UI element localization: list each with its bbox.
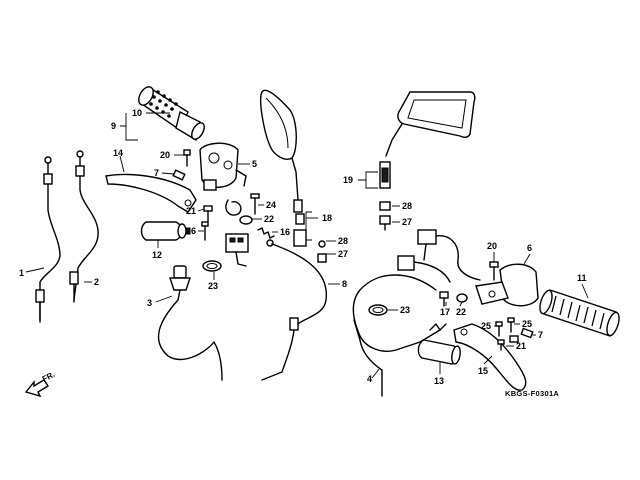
callout-26: 26 [186,226,196,236]
callout-12: 12 [152,250,162,260]
right-grip [539,289,620,337]
clamp-23-left [202,260,222,272]
callout-24: 24 [266,200,276,210]
front-arrow-icon [24,379,49,398]
callout-13: 13 [434,376,444,386]
throttle-cable-2 [73,153,99,301]
mirror-left [260,89,303,213]
callout-4: 4 [367,374,372,384]
callout-15: 15 [478,366,488,376]
callout-25-b: 25 [522,319,532,329]
callout-21-right: 21 [516,341,526,351]
throttle-cable-1 [39,159,61,321]
front-brake-cable [352,274,441,352]
clutch-cable [261,243,327,381]
callout-23-right: 23 [400,305,410,315]
callout-18: 18 [322,213,332,223]
handle-weight-13 [417,339,461,365]
callout-14: 14 [113,148,123,158]
cable-tie [225,199,242,216]
choke-cable [157,299,223,381]
bolt-20-left [183,149,191,167]
callout-5: 5 [252,159,257,169]
callout-27-right: 27 [402,217,412,227]
screw-26 [201,221,209,241]
screw-7-left [172,169,186,181]
switch-connector [225,233,249,267]
clutch-lever [105,173,197,213]
washer-22-left [239,215,253,225]
washer-22-right [439,291,468,307]
front-brake-switch-wiring [397,229,481,283]
callout-28-right: 28 [402,201,412,211]
callout-7-left: 7 [154,168,159,178]
callout-22-left: 22 [264,214,274,224]
front-direction-indicator: FR. [24,370,57,398]
bolt-20-right [489,261,499,281]
callout-17: 17 [440,307,450,317]
handle-weight-12 [140,221,191,241]
throttle-housing [199,142,247,191]
brake-lever [453,323,527,391]
callout-23-left: 23 [208,281,218,291]
callout-19: 19 [343,175,353,185]
switch-housing-right [475,263,539,307]
callout-11: 11 [577,273,587,283]
leader-lines [25,112,589,379]
callout-7-right: 7 [538,330,543,340]
bolt-21-left [203,205,213,223]
clamp-23-right [368,304,388,316]
direction-label: FR. [41,370,57,384]
choke-knob [169,265,191,301]
callout-27-left: 27 [338,249,348,259]
callout-22-right: 22 [456,307,466,317]
callout-8: 8 [342,279,347,289]
screws-right [495,317,534,343]
callout-9: 9 [111,121,116,131]
throttle-grip [138,86,205,142]
callout-25-a: 25 [481,321,491,331]
callout-10: 10 [132,108,142,118]
mirror-adapter-18 [293,213,327,263]
callout-28-left: 28 [338,236,348,246]
bolt-24 [250,193,260,215]
callout-2: 2 [94,277,99,287]
bolt-21-right [497,339,505,351]
spring-16 [257,227,275,247]
mirror-right [379,91,476,189]
callout-21-left: 21 [186,206,196,216]
callout-16: 16 [280,227,290,237]
diagram-code: KBGS-F0301A [505,389,559,398]
callout-1: 1 [19,268,24,278]
callout-20-left: 20 [160,150,170,160]
callout-3: 3 [147,298,152,308]
callout-20-right: 20 [487,241,497,251]
callout-6: 6 [527,243,532,253]
callout-labels: 10 9 20 5 14 7 21 24 22 26 16 12 23 1 2 … [19,108,587,386]
nut-27-28-right [379,201,391,231]
